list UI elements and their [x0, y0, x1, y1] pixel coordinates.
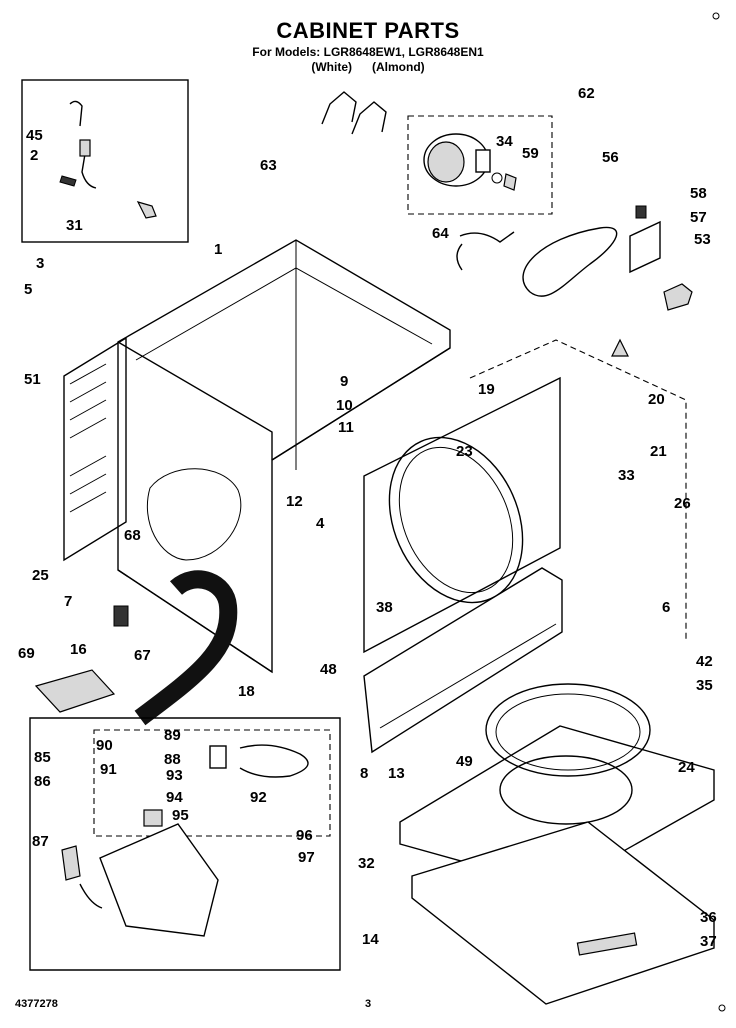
motor-harness [456, 231, 515, 271]
model-numbers: For Models: LGR8648EW1, LGR8648EN1 [252, 45, 484, 59]
callout: 63 [260, 157, 277, 174]
callout: 96 [296, 827, 313, 844]
callout: 88 [164, 751, 181, 768]
callout: 45 [26, 127, 43, 144]
callout: 85 [34, 749, 51, 766]
inset-box-wiring [21, 79, 189, 243]
callout: 26 [674, 495, 691, 512]
page-number: 3 [365, 998, 372, 1010]
callout: 97 [298, 849, 315, 866]
front-panel [363, 339, 687, 654]
drum-belt [522, 226, 618, 297]
callout: 6 [662, 599, 670, 616]
color-white: (White) [311, 60, 352, 74]
callout: 48 [320, 661, 337, 678]
callout: 38 [376, 599, 393, 616]
callout: 51 [24, 371, 41, 388]
callout: 90 [96, 737, 113, 754]
callout: 33 [618, 467, 635, 484]
callout: 69 [18, 645, 35, 662]
callout: 14 [362, 931, 379, 948]
callout: 12 [286, 493, 303, 510]
callout: 37 [700, 933, 717, 950]
callout-labels: 1 2 3 4 5 6 7 8 9 10 11 12 13 14 16 18 1… [18, 85, 717, 950]
callout: 1 [214, 241, 222, 258]
model-colors: (White) (Almond) [0, 60, 736, 74]
cabinet-top [399, 683, 715, 889]
callout: 10 [336, 397, 353, 414]
callout: 64 [432, 225, 449, 242]
callout: 91 [100, 761, 117, 778]
toe-panel [363, 567, 563, 754]
callout: 19 [478, 381, 495, 398]
callout: 57 [690, 209, 707, 226]
callout: 13 [388, 765, 405, 782]
callout: 4 [316, 515, 325, 532]
callout: 56 [602, 149, 619, 166]
color-almond: (Almond) [372, 60, 425, 74]
callout: 24 [678, 759, 695, 776]
callout: 35 [696, 677, 713, 694]
callout: 3 [36, 255, 44, 272]
callout: 49 [456, 753, 473, 770]
corner-marks [712, 12, 726, 1012]
motor-group-box [407, 115, 553, 215]
cabinet [63, 239, 451, 674]
idler-assembly [611, 205, 693, 357]
callout: 94 [166, 789, 183, 806]
callout: 53 [694, 231, 711, 248]
callout: 95 [172, 807, 189, 824]
gas-valve-box [29, 717, 341, 971]
part-number: 4377278 [15, 998, 58, 1010]
callout: 18 [238, 683, 255, 700]
callout: 86 [34, 773, 51, 790]
callout: 8 [360, 765, 368, 782]
callout: 9 [340, 373, 348, 390]
callout: 92 [250, 789, 267, 806]
exhaust-hose [134, 570, 238, 726]
callout: 21 [650, 443, 667, 460]
callout: 36 [700, 909, 717, 926]
callout: 58 [690, 185, 707, 202]
callout: 31 [66, 217, 83, 234]
callout: 59 [522, 145, 539, 162]
page-title: CABINET PARTS [276, 18, 460, 43]
leveling-foot [113, 605, 129, 627]
callout: 2 [30, 147, 38, 164]
cabinet-base [411, 821, 715, 1005]
callout: 68 [124, 527, 141, 544]
motor-assembly [423, 133, 517, 191]
callout: 23 [456, 443, 473, 460]
callout: 25 [32, 567, 49, 584]
callout: 67 [134, 647, 151, 664]
pad [34, 669, 116, 713]
callout: 32 [358, 855, 375, 872]
callout: 20 [648, 391, 665, 408]
callout: 34 [496, 133, 513, 150]
callout: 16 [70, 641, 87, 658]
callout: 89 [164, 727, 181, 744]
callout: 42 [696, 653, 713, 670]
callout: 7 [64, 593, 72, 610]
callout: 5 [24, 281, 32, 298]
callout: 11 [338, 419, 354, 436]
callout: 62 [578, 85, 595, 102]
burner-assembly [61, 744, 309, 937]
callout: 93 [166, 767, 183, 784]
valve-subgroup-box [93, 729, 331, 837]
callout: 87 [32, 833, 49, 850]
motor-mount-brackets [321, 91, 387, 135]
inset-wire-parts [59, 100, 157, 219]
